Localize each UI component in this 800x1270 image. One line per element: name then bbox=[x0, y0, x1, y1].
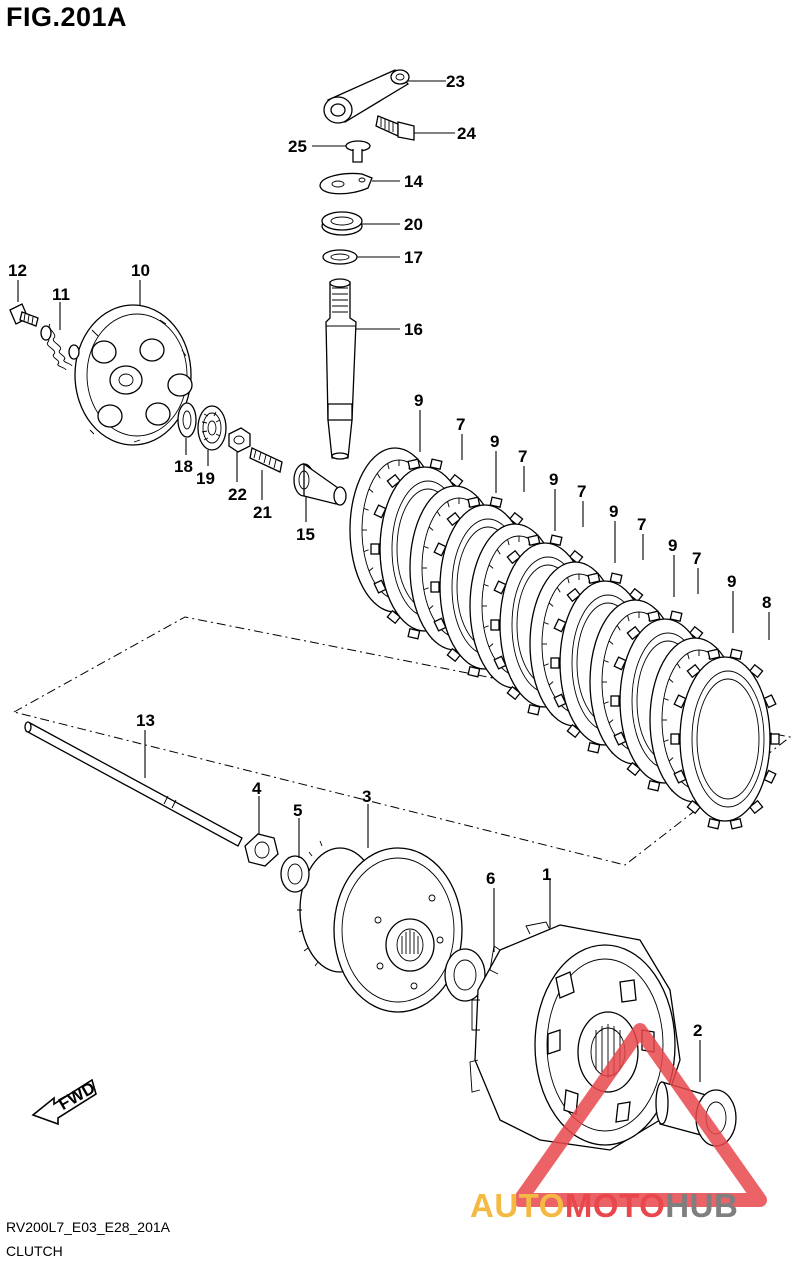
part-label-22: 22 bbox=[228, 485, 247, 504]
part-label-8: 8 bbox=[762, 593, 771, 612]
part-label-14: 14 bbox=[404, 172, 423, 191]
clutch-housing bbox=[297, 840, 463, 1013]
part-label-24: 24 bbox=[457, 124, 476, 143]
arm-bolt bbox=[375, 115, 415, 141]
forward-direction-badge: FWD bbox=[31, 1078, 98, 1126]
part-label-19: 19 bbox=[196, 469, 215, 488]
plate-group-boundary bbox=[12, 616, 792, 866]
watermark-moto: MOTO bbox=[564, 1187, 666, 1224]
watermark-hub: HUB bbox=[665, 1187, 739, 1224]
clutch-plate-stack bbox=[349, 447, 780, 830]
spring-bolt bbox=[9, 303, 39, 327]
watermark-text: AUTOMOTOHUB bbox=[470, 1187, 738, 1225]
clutch-spring bbox=[40, 323, 80, 371]
part-label-2: 2 bbox=[693, 1021, 702, 1040]
part-label-7-4: 7 bbox=[692, 549, 701, 568]
release-arm bbox=[323, 69, 410, 124]
watermark-logo bbox=[513, 1023, 767, 1207]
fwd-label: FWD bbox=[55, 1078, 98, 1114]
part-label-7-0: 7 bbox=[456, 415, 465, 434]
part-label-9-0: 9 bbox=[414, 391, 423, 410]
figure-title: FIG.201A bbox=[6, 2, 128, 32]
part-label-1: 1 bbox=[542, 865, 551, 884]
washer bbox=[322, 249, 358, 265]
callouts bbox=[17, 80, 701, 1082]
part-label-23: 23 bbox=[446, 72, 465, 91]
part-label-13: 13 bbox=[136, 711, 155, 730]
part-label-12: 12 bbox=[8, 261, 27, 280]
part-label-17: 17 bbox=[404, 248, 423, 267]
push-rod bbox=[24, 721, 243, 847]
part-label-9-2: 9 bbox=[549, 470, 558, 489]
adjusting-screw bbox=[249, 447, 283, 473]
push-piece bbox=[293, 462, 347, 506]
part-label-9-4: 9 bbox=[668, 536, 677, 555]
hub-thrust-washer bbox=[444, 948, 486, 1002]
part-label-18: 18 bbox=[174, 457, 193, 476]
thrust-bearing bbox=[197, 405, 227, 451]
thrust-washer bbox=[177, 402, 197, 438]
part-label-20: 20 bbox=[404, 215, 423, 234]
part-label-11: 11 bbox=[52, 285, 70, 304]
clutch-sleeve-hub bbox=[469, 921, 681, 1151]
watermark-auto: AUTO bbox=[470, 1187, 565, 1224]
section-name: CLUTCH bbox=[6, 1243, 63, 1259]
release-shaft bbox=[325, 278, 357, 460]
lock-washer bbox=[280, 855, 310, 893]
part-label-10: 10 bbox=[131, 261, 150, 280]
model-code: RV200L7_E03_E28_201A bbox=[6, 1219, 171, 1235]
friction-plate bbox=[670, 648, 780, 830]
part-label-5: 5 bbox=[293, 801, 302, 820]
part-label-7-2: 7 bbox=[577, 482, 586, 501]
part-label-9-3: 9 bbox=[609, 502, 618, 521]
part-label-16: 16 bbox=[404, 320, 423, 339]
part-label-4: 4 bbox=[252, 779, 262, 798]
part-label-21: 21 bbox=[253, 503, 272, 522]
part-label-7-1: 7 bbox=[518, 447, 527, 466]
lock-nut bbox=[228, 427, 251, 453]
part-label-7-3: 7 bbox=[637, 515, 646, 534]
part-label-25: 25 bbox=[288, 137, 307, 156]
pressure-plate bbox=[74, 304, 193, 446]
screw bbox=[345, 140, 371, 163]
clutch-hub-nut bbox=[244, 833, 279, 867]
part-label-15: 15 bbox=[296, 525, 315, 544]
part-label-9-1: 9 bbox=[490, 432, 499, 451]
part-label-3: 3 bbox=[362, 787, 371, 806]
oil-seal bbox=[321, 211, 363, 236]
part-label-9-5: 9 bbox=[727, 572, 736, 591]
part-number-labels: 1234568101112131415161718192021222324259… bbox=[8, 72, 771, 1040]
release-plate bbox=[319, 172, 373, 195]
part-label-6: 6 bbox=[486, 869, 495, 888]
